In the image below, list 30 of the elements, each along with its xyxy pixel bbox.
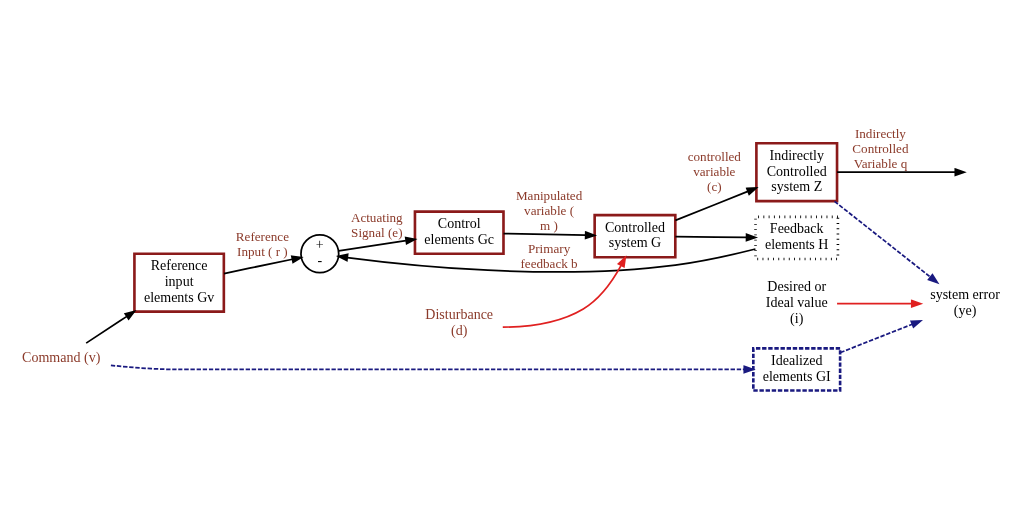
node-text: Command (v): [22, 349, 101, 365]
arrow: [836, 167, 967, 176]
node-box: Control elements Gc: [413, 209, 505, 255]
arrow: [839, 319, 923, 353]
node-text: Desired or Ideal value (i): [765, 278, 828, 326]
node-box: Controlled system G: [593, 213, 677, 259]
edge-label: controlled variable (c): [687, 148, 741, 194]
node-circle: + -: [300, 233, 340, 273]
arrow: [501, 254, 627, 328]
node-box: Indirectly Controlled system Z: [755, 141, 839, 202]
edge-label: Actuating Signal (e): [350, 209, 403, 240]
arrow: [337, 236, 418, 252]
edge-label: Primary feedback b: [520, 240, 578, 271]
arrow: [110, 363, 756, 374]
arrow: [335, 247, 757, 273]
node-box: Reference input elements Gv: [133, 251, 226, 313]
arrow: [674, 232, 758, 242]
node-box: Feedback elements H: [754, 215, 840, 260]
arrow: [833, 200, 940, 284]
node-text: Disturbance (d): [425, 306, 494, 338]
arrow: [223, 254, 304, 274]
edge-label: Reference Input ( r ): [235, 228, 290, 259]
arrow: [674, 186, 759, 221]
arrow: [502, 230, 598, 239]
node-box: Idealized elements GI: [752, 346, 842, 392]
edge-label: Indirectly Controlled Variable q: [852, 125, 909, 171]
arrow: [85, 309, 137, 344]
arrow: [836, 298, 924, 308]
node-text: system error (ye): [930, 286, 1000, 318]
edge-label: Manipulated variable ( m ): [515, 187, 583, 233]
